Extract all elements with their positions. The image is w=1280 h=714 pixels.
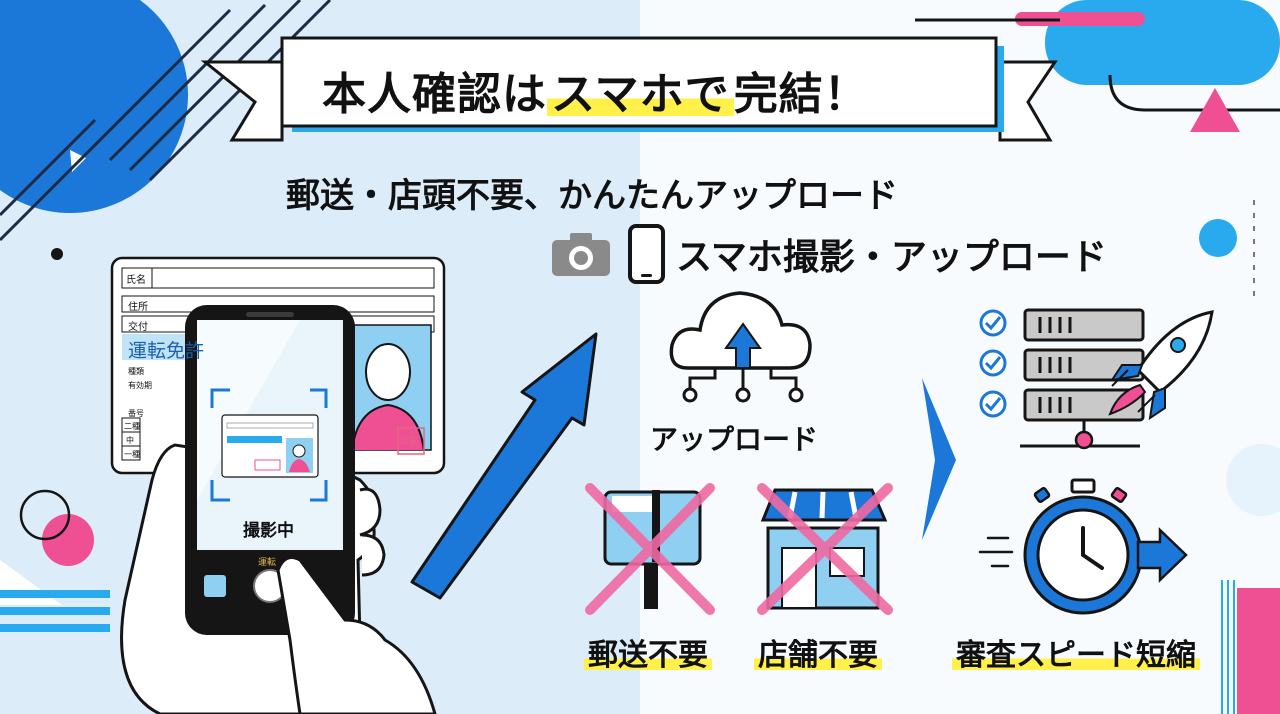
no-mail-label: 郵送不要 bbox=[584, 630, 712, 674]
no-store-text: 店舗不要 bbox=[754, 638, 882, 673]
camera-icon bbox=[552, 233, 610, 276]
subtitle: 郵送・店頭不要、かんたんアップロード bbox=[286, 176, 898, 216]
no-mail-cross-icon bbox=[585, 483, 715, 615]
bottom-left-decoration bbox=[0, 489, 110, 632]
speed-label: 審査スピード短縮 bbox=[952, 630, 1200, 674]
rocket-icon bbox=[1108, 310, 1214, 421]
card-small-text-5: 中 bbox=[126, 436, 134, 445]
card-name-label: 氏名 bbox=[126, 275, 146, 286]
step-caption: スマホ撮影・アップロード bbox=[676, 237, 1107, 278]
pointing-hand bbox=[276, 487, 437, 714]
title-suffix: 完結！ bbox=[733, 69, 869, 120]
card-license-title: 運転免許 bbox=[128, 340, 205, 362]
no-store-cross-icon bbox=[757, 483, 893, 615]
card-small-text-2: 有効期 bbox=[128, 381, 152, 390]
card-small-text-4: 二種 bbox=[124, 422, 140, 431]
bottom-right-decoration bbox=[1221, 444, 1280, 714]
smartphone-icon bbox=[628, 224, 665, 284]
card-small-text-6: 一種 bbox=[124, 450, 140, 459]
no-mail-text: 郵送不要 bbox=[584, 638, 712, 673]
stopwatch-icon bbox=[978, 478, 1188, 615]
title-prefix: 本人確認は bbox=[322, 69, 547, 120]
page-title: 本人確認はスマホで完結！ bbox=[322, 58, 869, 122]
top-left-decoration bbox=[0, 0, 332, 260]
speed-text: 審査スピード短縮 bbox=[952, 638, 1200, 673]
card-small-text-1: 種類 bbox=[128, 367, 144, 376]
card-small-text-3: 番号 bbox=[128, 409, 144, 418]
card-address-label: 住所 bbox=[128, 302, 148, 313]
phone-mode-text: 運転 bbox=[258, 558, 277, 568]
cloud-upload-icon bbox=[669, 291, 812, 403]
upload-label: アップロード bbox=[650, 423, 819, 456]
no-store-label: 店舗不要 bbox=[754, 630, 882, 674]
next-step-chevron-icon bbox=[922, 378, 956, 540]
title-highlight: スマホで bbox=[547, 69, 734, 120]
top-right-decoration bbox=[915, 0, 1280, 300]
card-seal-stamp: 公安 bbox=[400, 437, 419, 447]
check-icons bbox=[979, 309, 1007, 418]
growth-arrow bbox=[410, 332, 598, 600]
server-icon bbox=[1020, 308, 1145, 450]
phone-status-text: 撮影中 bbox=[243, 521, 294, 541]
mailbox-icon bbox=[603, 490, 702, 609]
card-issue-label: 交付 bbox=[128, 322, 148, 333]
smartphone bbox=[185, 305, 355, 635]
